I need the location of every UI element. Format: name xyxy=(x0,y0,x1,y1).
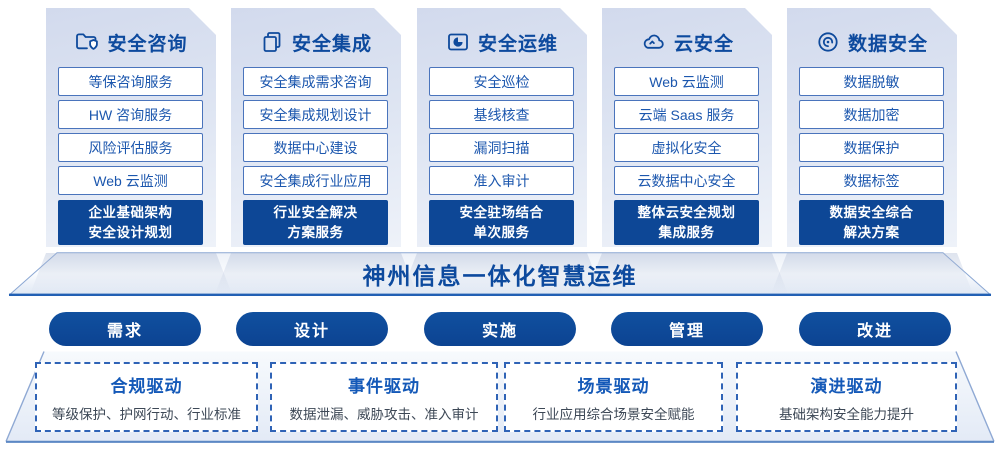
service-item: 数据标签 xyxy=(799,166,944,195)
service-item: 数据保护 xyxy=(799,133,944,162)
card-security-integration: 安全集成 安全集成需求咨询 安全集成规划设计 数据中心建设 安全集成行业应用 行… xyxy=(231,8,401,247)
driver-scenario: 场景驱动 行业应用综合场景安全赋能 xyxy=(504,362,723,432)
driver-evolution: 演进驱动 基础架构安全能力提升 xyxy=(736,362,957,432)
pill-requirement: 需求 xyxy=(49,312,201,346)
service-item: 云数据中心安全 xyxy=(614,166,759,195)
folder-shield-icon xyxy=(74,30,99,54)
service-item: Web 云监测 xyxy=(614,67,759,96)
solution-line: 集成服务 xyxy=(658,224,715,240)
pill-implement: 实施 xyxy=(424,312,576,346)
service-item: HW 咨询服务 xyxy=(58,100,203,129)
card-data-security: 数据安全 数据脱敏 数据加密 数据保护 数据标签 数据安全综合 解决方案 xyxy=(787,8,957,247)
card-header: 安全运维 xyxy=(417,28,587,56)
driver-compliance: 合规驱动 等级保护、护网行动、行业标准 xyxy=(35,362,258,432)
cloud-icon xyxy=(640,30,666,54)
solution-box: 安全驻场结合 单次服务 xyxy=(429,200,574,245)
driver-title: 场景驱动 xyxy=(577,376,650,396)
solution-line: 方案服务 xyxy=(287,224,344,240)
card-security-consulting: 安全咨询 等保咨询服务 HW 咨询服务 风险评估服务 Web 云监测 企业基础架… xyxy=(46,8,216,247)
card-title: 云安全 xyxy=(673,33,734,55)
service-list: 安全集成需求咨询 安全集成规划设计 数据中心建设 安全集成行业应用 xyxy=(243,67,388,199)
service-item: 数据加密 xyxy=(799,100,944,129)
solution-line: 单次服务 xyxy=(473,224,530,240)
card-header: 云安全 xyxy=(602,28,772,56)
driver-title: 事件驱动 xyxy=(348,376,420,396)
service-list: 等保咨询服务 HW 咨询服务 风险评估服务 Web 云监测 xyxy=(58,67,203,199)
card-title: 安全咨询 xyxy=(107,33,188,55)
solution-line: 解决方案 xyxy=(843,224,900,240)
service-item: 准入审计 xyxy=(429,166,574,195)
card-header: 数据安全 xyxy=(787,28,957,56)
service-list: 安全巡检 基线核查 漏洞扫描 准入审计 xyxy=(429,67,574,199)
banner-trapezoid xyxy=(8,252,992,296)
service-item: 风险评估服务 xyxy=(58,133,203,162)
driver-title: 演进驱动 xyxy=(810,376,883,396)
monitor-pie-icon xyxy=(446,30,470,54)
service-item: 数据中心建设 xyxy=(243,133,388,162)
card-title: 数据安全 xyxy=(847,33,928,55)
copy-docs-icon xyxy=(260,30,284,54)
service-item: 虚拟化安全 xyxy=(614,133,759,162)
driver-desc: 数据泄漏、威胁攻击、准入审计 xyxy=(289,406,479,422)
service-item: 云端 Saas 服务 xyxy=(614,100,759,129)
pill-improve: 改进 xyxy=(799,312,951,346)
service-item: 安全集成需求咨询 xyxy=(243,67,388,96)
service-item: 安全集成规划设计 xyxy=(243,100,388,129)
service-item: 安全集成行业应用 xyxy=(243,166,388,195)
service-list: 数据脱敏 数据加密 数据保护 数据标签 xyxy=(799,67,944,199)
pill-manage: 管理 xyxy=(611,312,763,346)
card-cloud-security: 云安全 Web 云监测 云端 Saas 服务 虚拟化安全 云数据中心安全 整体云… xyxy=(602,8,772,247)
pill-design: 设计 xyxy=(236,312,388,346)
driver-title: 合规驱动 xyxy=(110,376,183,396)
service-item: 数据脱敏 xyxy=(799,67,944,96)
solution-line: 整体云安全规划 xyxy=(637,204,736,220)
solution-line: 安全驻场结合 xyxy=(459,204,544,220)
solution-line: 企业基础架构 xyxy=(88,204,173,220)
solution-box: 企业基础架构 安全设计规划 xyxy=(58,200,203,245)
service-item: Web 云监测 xyxy=(58,166,203,195)
solution-box: 数据安全综合 解决方案 xyxy=(799,200,944,245)
driver-desc: 基础架构安全能力提升 xyxy=(779,406,914,422)
service-item: 基线核查 xyxy=(429,100,574,129)
solution-line: 行业安全解决 xyxy=(273,204,358,220)
solution-box: 行业安全解决 方案服务 xyxy=(243,200,388,245)
banner-title: 神州信息一体化智慧运维 xyxy=(362,262,638,289)
card-title: 安全运维 xyxy=(477,33,558,55)
service-item: 等保咨询服务 xyxy=(58,67,203,96)
card-header: 安全集成 xyxy=(231,28,401,56)
card-title: 安全集成 xyxy=(291,33,372,55)
card-security-operations: 安全运维 安全巡检 基线核查 漏洞扫描 准入审计 安全驻场结合 单次服务 xyxy=(417,8,587,247)
fingerprint-icon xyxy=(816,30,840,54)
driver-desc: 等级保护、护网行动、行业标准 xyxy=(52,406,241,422)
driver-incident: 事件驱动 数据泄漏、威胁攻击、准入审计 xyxy=(270,362,498,432)
solution-box: 整体云安全规划 集成服务 xyxy=(614,200,759,245)
card-header: 安全咨询 xyxy=(46,28,216,56)
service-list: Web 云监测 云端 Saas 服务 虚拟化安全 云数据中心安全 xyxy=(614,67,759,199)
solution-line: 数据安全综合 xyxy=(829,204,914,220)
driver-desc: 行业应用综合场景安全赋能 xyxy=(532,406,695,422)
solution-line: 安全设计规划 xyxy=(88,224,173,240)
service-item: 安全巡检 xyxy=(429,67,574,96)
service-item: 漏洞扫描 xyxy=(429,133,574,162)
